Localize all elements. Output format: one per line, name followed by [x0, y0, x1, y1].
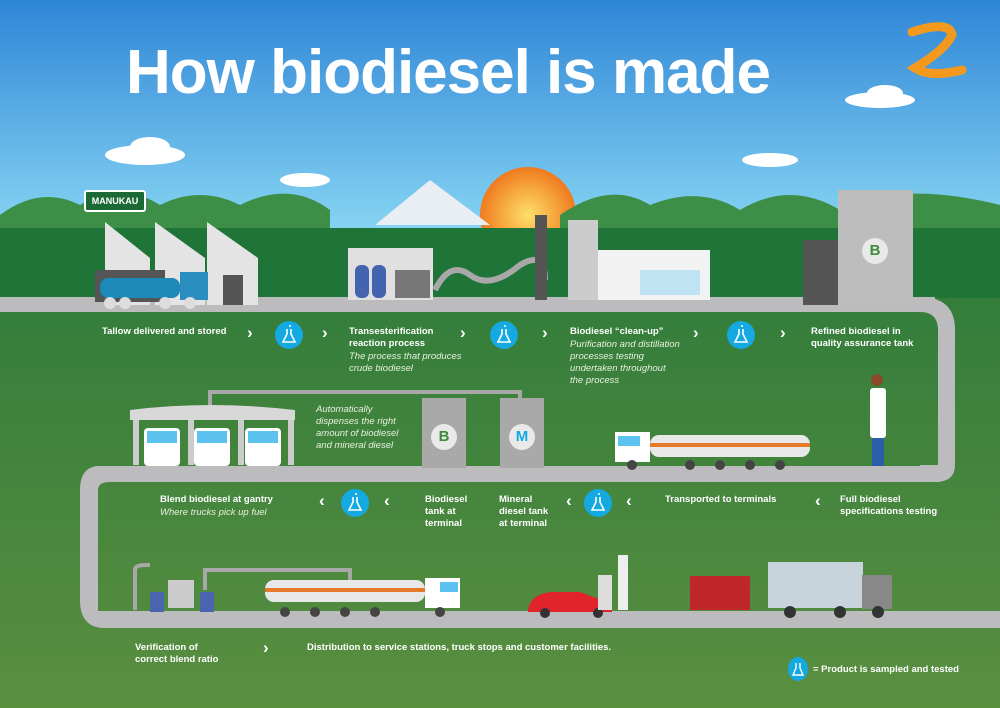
- qa-tank-letter: B: [862, 238, 888, 264]
- road: [0, 297, 1000, 628]
- z-energy-logo: [906, 22, 967, 78]
- flask-icon: [275, 321, 303, 349]
- step-mineral-tank: Mineral diesel tank at terminal: [499, 494, 549, 529]
- manukau-sign: MANUKAU: [84, 190, 146, 212]
- step-full-testing: Full biodiesel specifications testing: [840, 494, 938, 517]
- step-cleanup-detail: Purification and distillation processes …: [570, 339, 680, 386]
- clouds: [105, 85, 915, 187]
- lab-technician: [870, 374, 886, 466]
- delivery-trucks: [690, 562, 892, 618]
- chevron-right-icon: ›: [693, 323, 699, 342]
- step-blend: Blend biodiesel at gantry: [160, 494, 273, 505]
- step-refined: Refined biodiesel in quality assurance t…: [811, 326, 914, 349]
- step-transesterification-detail: The process that produces crude biodiese…: [349, 351, 462, 374]
- chevron-left-icon: ‹: [566, 491, 572, 510]
- tanker-truck-distribution: [265, 578, 460, 617]
- snowy-mountain: [375, 180, 490, 225]
- hills-left: [0, 192, 330, 230]
- chevron-right-icon: ›: [263, 638, 269, 657]
- legend-text: = Product is sampled and tested: [813, 664, 959, 675]
- chevron-right-icon: ›: [460, 323, 466, 342]
- step-distribution: Distribution to service stations, truck …: [307, 642, 612, 653]
- tanker-truck-terminal: [615, 432, 810, 470]
- chevron-right-icon: ›: [322, 323, 328, 342]
- cleanup-plant: [535, 215, 710, 300]
- chevron-left-icon: ‹: [319, 491, 325, 510]
- step-transported: Transported to terminals: [665, 494, 777, 505]
- step-cleanup: Biodiesel “clean-up”: [570, 326, 664, 337]
- page-title: How biodiesel is made: [126, 38, 771, 107]
- terminal-pipe: [208, 390, 522, 405]
- mineral-tank-letter: M: [509, 424, 535, 450]
- blend-verification-station: [133, 563, 352, 612]
- red-car: [528, 592, 612, 618]
- tanker-truck-blue: [95, 270, 208, 309]
- chevron-left-icon: ‹: [626, 491, 632, 510]
- step-verification: Verification of correct blend ratio: [135, 642, 219, 665]
- legend-flask-icon: [788, 657, 808, 681]
- step-transesterification: Transesterification reaction process: [349, 326, 434, 349]
- flask-icon: [341, 489, 369, 517]
- chevron-right-icon: ›: [247, 323, 253, 342]
- flask-icon: [490, 321, 518, 349]
- chevron-right-icon: ›: [542, 323, 548, 342]
- biodiesel-tank-letter: B: [431, 424, 457, 450]
- step-tallow: Tallow delivered and stored: [102, 326, 227, 337]
- flask-icon: [584, 489, 612, 517]
- reaction-plant: [348, 248, 433, 300]
- gantry: [130, 405, 295, 466]
- fuel-pump: [598, 555, 628, 610]
- step-biodiesel-tank: Biodiesel tank at terminal: [425, 494, 468, 529]
- chevron-left-icon: ‹: [384, 491, 390, 510]
- chevron-left-icon: ‹: [815, 491, 821, 510]
- chevron-right-icon: ›: [780, 323, 786, 342]
- flask-icon: [727, 321, 755, 349]
- hills-right: [560, 193, 1000, 230]
- gantry-note: Automatically dispenses the right amount…: [316, 404, 399, 451]
- step-blend-detail: Where trucks pick up fuel: [160, 507, 267, 518]
